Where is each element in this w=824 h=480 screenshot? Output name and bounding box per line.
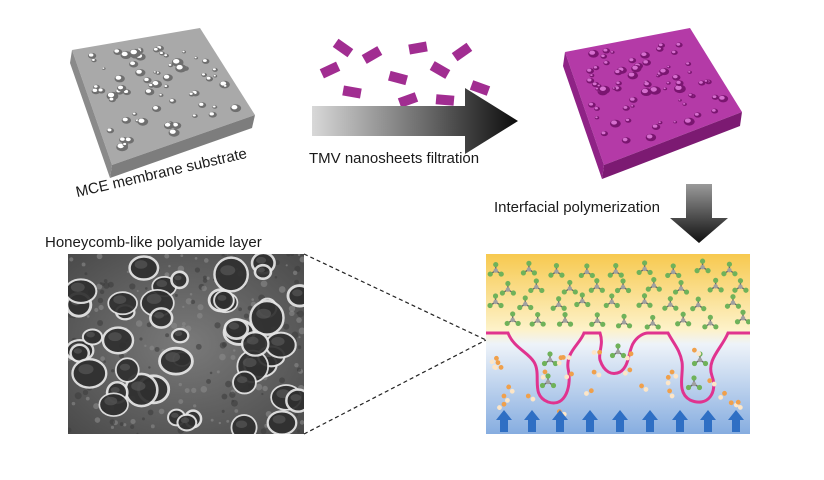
tmv-nanosheets xyxy=(319,38,491,108)
up-arrow-icon xyxy=(582,410,598,432)
up-arrows xyxy=(496,410,744,432)
up-arrow-icon xyxy=(552,410,568,432)
polyamide-profile xyxy=(486,331,750,405)
up-arrow-icon xyxy=(642,410,658,432)
tmv-coated-membrane xyxy=(563,28,742,179)
honeycomb-layer-label: Honeycomb-like polyamide layer xyxy=(45,234,262,251)
down-arrow-icon xyxy=(670,184,728,243)
up-arrow-icon xyxy=(700,410,716,432)
tmv-filtration-label: TMV nanosheets filtration xyxy=(309,150,480,167)
up-arrow-icon xyxy=(672,410,688,432)
up-arrow-icon xyxy=(728,410,744,432)
zoom-lines xyxy=(303,253,487,435)
up-arrow-icon xyxy=(612,410,628,432)
coated-pores xyxy=(586,42,729,144)
right-arrow-icon xyxy=(312,88,518,154)
up-arrow-icon xyxy=(524,410,540,432)
substrate-pores xyxy=(88,45,242,152)
up-arrow-icon xyxy=(496,410,512,432)
interfacial-polymerization-label: Interfacial polymerization xyxy=(494,199,660,216)
sem-image xyxy=(68,254,304,434)
mce-membrane-substrate xyxy=(70,28,255,178)
polymerization-schematic xyxy=(486,254,750,434)
monomer-molecules xyxy=(487,258,750,391)
